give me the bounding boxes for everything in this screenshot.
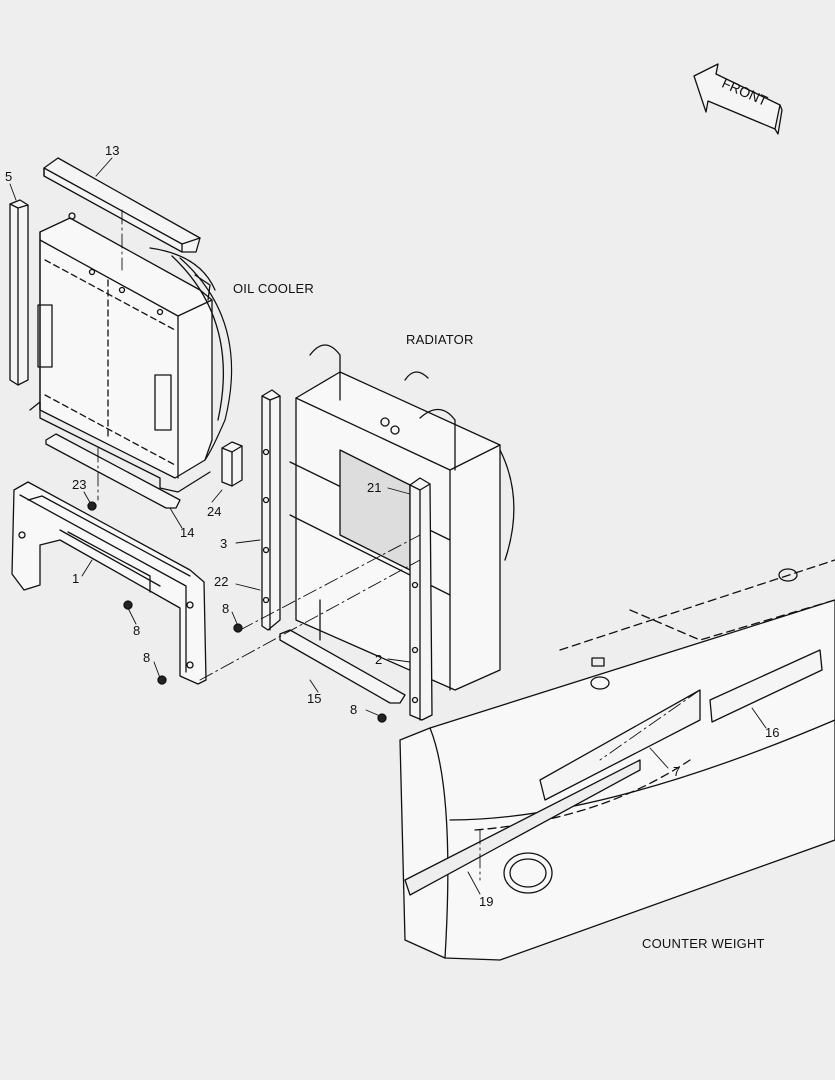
part-label-5: 5	[5, 169, 13, 184]
bolt-icon	[87, 501, 97, 511]
part-14-bottom-bar	[45, 433, 181, 509]
part-label-8-b: 8	[133, 623, 141, 638]
part-15-lower-bar	[279, 629, 406, 704]
part-label-2: 2	[375, 652, 383, 667]
oil-cooler-assembly	[29, 212, 233, 493]
part-2-column	[409, 477, 433, 721]
part-label-23: 23	[72, 477, 87, 492]
part-label-8-d: 8	[350, 702, 358, 717]
part-label-16: 16	[765, 725, 780, 740]
part-label-13: 13	[105, 143, 120, 158]
bolt-icon	[377, 713, 387, 723]
part-label-22: 22	[214, 574, 229, 589]
part-5-vertical-post	[9, 199, 29, 386]
bolt-icon	[123, 600, 133, 610]
radiator-assembly	[289, 344, 515, 691]
front-arrow-icon: FRONT	[693, 63, 783, 135]
assembly-guide-lines	[97, 209, 701, 881]
part-13-top-bar	[43, 157, 201, 253]
caption-counter-weight: COUNTER WEIGHT	[642, 936, 765, 951]
part-label-8-c: 8	[143, 650, 151, 665]
caption-oil-cooler: OIL COOLER	[233, 281, 314, 296]
part-label-1: 1	[72, 571, 80, 586]
part-label-19: 19	[479, 894, 494, 909]
caption-radiator: RADIATOR	[406, 332, 474, 347]
part-3-column	[261, 389, 281, 631]
bolt-icon	[157, 675, 167, 685]
part-label-7: 7	[673, 764, 681, 779]
part-label-8-a: 8	[222, 601, 230, 616]
part-label-14: 14	[180, 525, 195, 540]
part-label-21: 21	[367, 480, 382, 495]
part-label-24: 24	[207, 504, 222, 519]
bolt-icon	[233, 623, 243, 633]
counter-weight-assembly	[399, 559, 835, 961]
bolts	[87, 501, 387, 723]
part-label-15: 15	[307, 691, 322, 706]
part-1-u-frame	[11, 481, 207, 685]
part-label-3: 3	[220, 536, 228, 551]
part-24-bracket	[221, 441, 243, 487]
